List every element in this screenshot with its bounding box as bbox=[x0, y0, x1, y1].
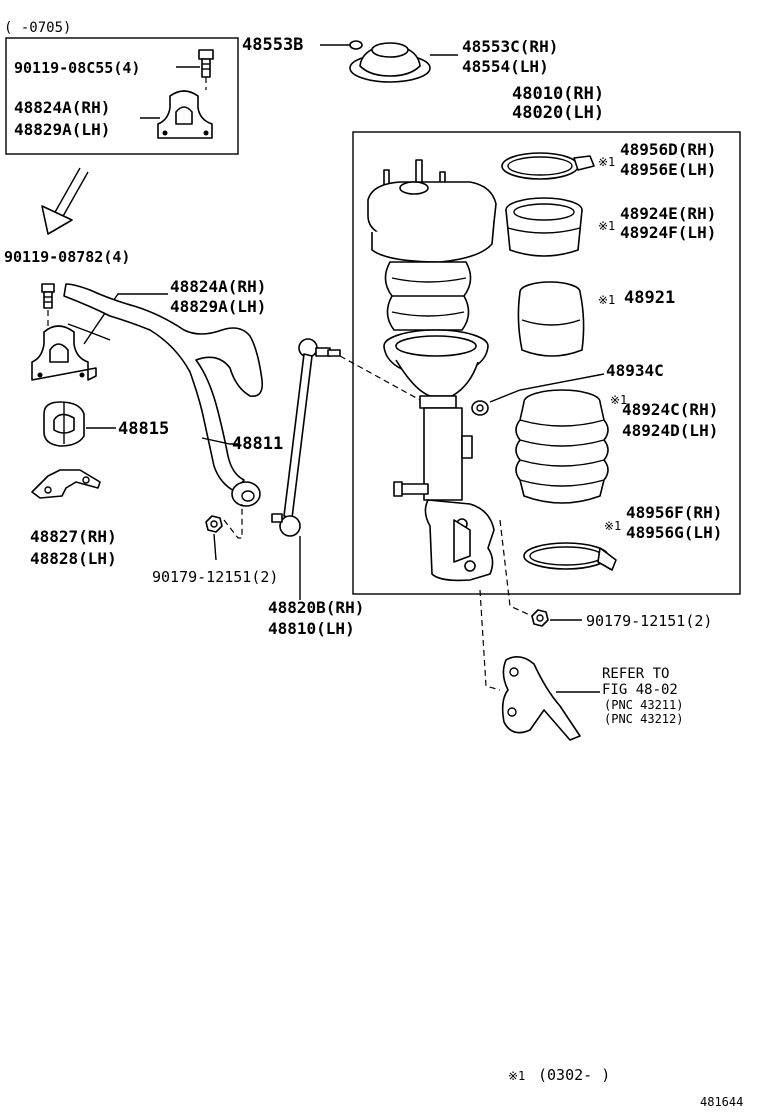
upper-boot-icon bbox=[505, 197, 583, 257]
dust-cover-icon bbox=[517, 281, 585, 357]
label-90179-12151-b: 90179-12151(2) bbox=[586, 612, 712, 630]
label-48815: 48815 bbox=[118, 419, 169, 439]
stabilizer-bar-icon bbox=[63, 283, 264, 507]
lower-nut-icon bbox=[531, 609, 549, 627]
label-48827: 48827(RH) bbox=[30, 527, 117, 546]
refer-line-2: FIG 48-02 bbox=[602, 682, 678, 698]
label-48956g: 48956G(LH) bbox=[626, 523, 722, 542]
label-48956f: 48956F(RH) bbox=[626, 503, 722, 522]
clip-icon bbox=[471, 400, 489, 416]
washer-icon bbox=[349, 40, 363, 50]
mark-2: ※1 bbox=[598, 219, 615, 233]
label-48020: 48020(LH) bbox=[512, 103, 604, 123]
refer-line-4: (PNC 43212) bbox=[604, 712, 683, 726]
stabilizer-link-icon bbox=[271, 338, 341, 537]
label-48956d: 48956D(RH) bbox=[620, 140, 716, 159]
inset-range: ( -0705) bbox=[4, 20, 71, 36]
band-clamp-lower-icon bbox=[523, 542, 617, 571]
arrow-icon bbox=[41, 167, 89, 235]
mark-5: ※1 bbox=[604, 519, 621, 533]
label-90179-12151-a: 90179-12151(2) bbox=[152, 568, 278, 586]
stabilizer-bracket-icon bbox=[31, 325, 97, 381]
label-48828: 48828(LH) bbox=[30, 549, 117, 568]
lower-boot-icon bbox=[515, 389, 609, 504]
footnote-mark: ※1 bbox=[508, 1069, 525, 1083]
label-48811: 48811 bbox=[232, 434, 283, 454]
label-48820b: 48820B(RH) bbox=[268, 598, 364, 617]
label-48921: 48921 bbox=[624, 288, 675, 308]
label-48924c: 48924C(RH) bbox=[622, 400, 718, 419]
lower-bracket-icon bbox=[31, 469, 101, 499]
label-48924e: 48924E(RH) bbox=[620, 204, 716, 223]
refer-line-3: (PNC 43211) bbox=[604, 698, 683, 712]
label-48934c: 48934C bbox=[606, 361, 664, 380]
refer-line-1: REFER TO bbox=[602, 666, 669, 682]
label-48554: 48554(LH) bbox=[462, 57, 549, 76]
label-48829a-inset: 48829A(LH) bbox=[14, 120, 110, 139]
label-90119-08c55: 90119-08C55(4) bbox=[14, 59, 140, 77]
label-48810: 48810(LH) bbox=[268, 619, 355, 638]
label-48829a: 48829A(LH) bbox=[170, 297, 266, 316]
air-strut-icon bbox=[367, 159, 497, 582]
bushing-icon bbox=[43, 401, 85, 447]
label-48010: 48010(RH) bbox=[512, 84, 604, 104]
inset-bracket-icon bbox=[157, 90, 213, 139]
label-90119-08782: 90119-08782(4) bbox=[4, 248, 130, 266]
knuckle-icon bbox=[501, 656, 581, 741]
label-48924f: 48924F(LH) bbox=[620, 223, 716, 242]
label-48824a: 48824A(RH) bbox=[170, 277, 266, 296]
bolt-icon bbox=[41, 283, 55, 330]
inset-box bbox=[5, 37, 239, 155]
label-48956e: 48956E(LH) bbox=[620, 160, 716, 179]
label-48824a-inset: 48824A(RH) bbox=[14, 98, 110, 117]
mark-1: ※1 bbox=[598, 155, 615, 169]
label-48553b: 48553B bbox=[242, 35, 303, 55]
upper-mount-icon bbox=[349, 42, 431, 83]
nut-icon bbox=[205, 515, 223, 533]
mark-4: ※1 bbox=[610, 393, 627, 407]
mark-3: ※1 bbox=[598, 293, 615, 307]
label-48924d: 48924D(LH) bbox=[622, 421, 718, 440]
band-clamp-upper-icon bbox=[501, 152, 595, 180]
figure-id: 481644 bbox=[700, 1095, 743, 1109]
footnote-text: (0302- ) bbox=[538, 1066, 610, 1084]
label-48553c: 48553C(RH) bbox=[462, 37, 558, 56]
inset-bolt-icon bbox=[198, 49, 214, 90]
